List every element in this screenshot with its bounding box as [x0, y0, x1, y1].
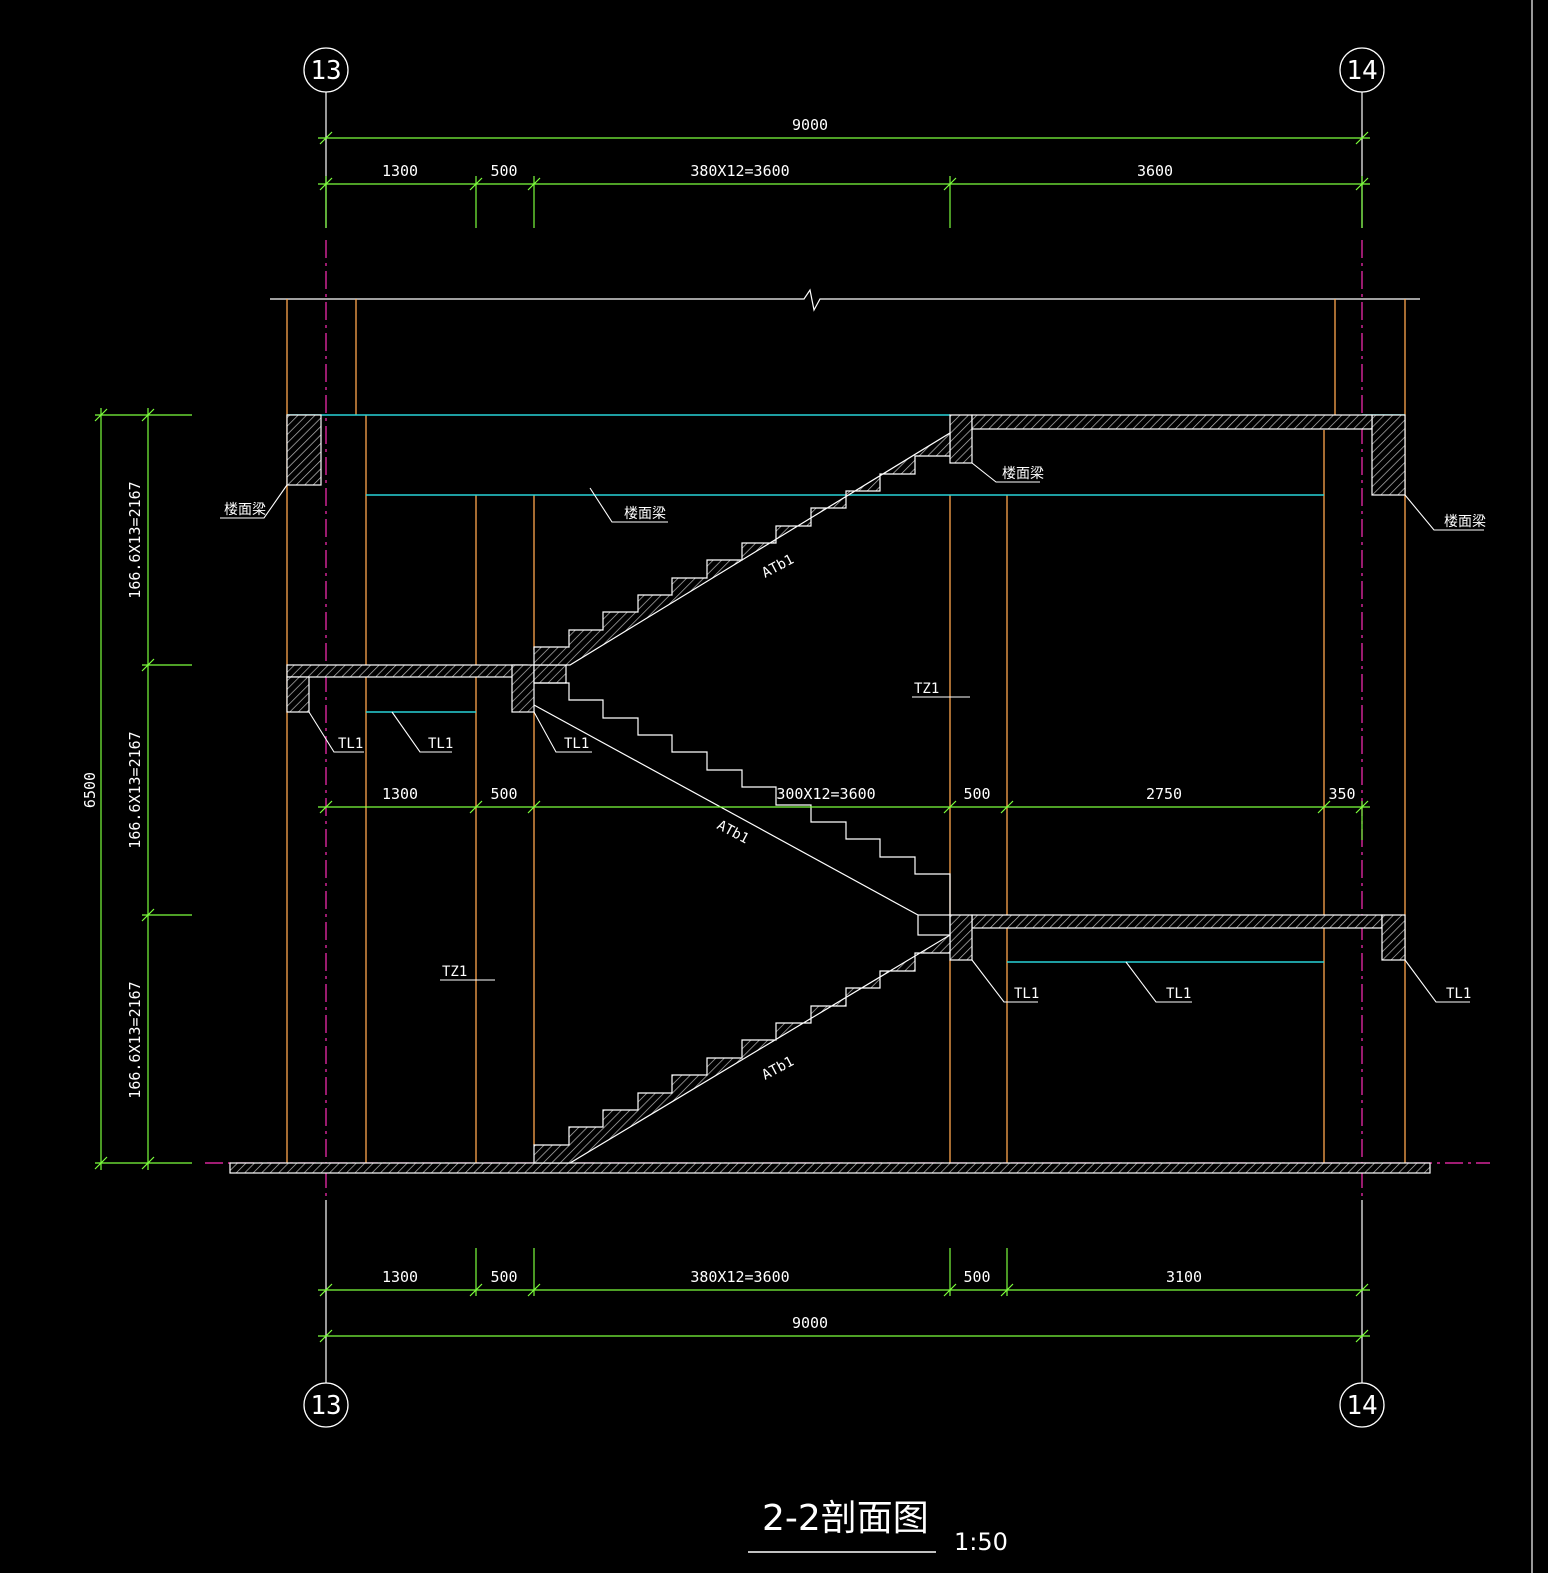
grid-label: 13	[310, 1391, 341, 1421]
dim-bot-run: 380X12=3600	[690, 1268, 789, 1286]
beam-lines	[287, 414, 1405, 963]
height-dimensions	[94, 408, 192, 1170]
label-tl-2: TL1	[428, 736, 453, 752]
dim-mid-350: 350	[1328, 785, 1355, 803]
dim-bot-1300: 1300	[382, 1268, 418, 1286]
dim-top-run: 380X12=3600	[690, 162, 789, 180]
label-tz-upper: TZ1	[914, 681, 939, 697]
label-atb-middle: ATb1	[714, 817, 751, 847]
middle-flight	[533, 682, 951, 936]
dim-mid-500b: 500	[963, 785, 990, 803]
dim-flight-lower: 166.6X13=2167	[126, 981, 144, 1098]
upper-flight	[533, 431, 951, 666]
structural-sections	[229, 414, 1431, 1174]
dim-bot-500b: 500	[963, 1268, 990, 1286]
lower-flight	[533, 933, 951, 1164]
label-atb-upper: ATb1	[759, 552, 796, 582]
grid-bubble-14-bottom: 14	[1339, 1382, 1385, 1428]
dim-flight-upper: 166.6X13=2167	[126, 481, 144, 598]
label-floor-beam-mid: 楼面梁	[1002, 466, 1044, 482]
dim-mid-run: 300X12=3600	[776, 785, 875, 803]
drawing-scale: 1:50	[954, 1528, 1008, 1556]
label-tl-3: TL1	[564, 736, 589, 752]
dim-top-total: 9000	[792, 116, 828, 134]
label-tl-4: TL1	[1014, 986, 1039, 1002]
label-floor-beam-center: 楼面梁	[624, 506, 666, 522]
dim-bot-500a: 500	[490, 1268, 517, 1286]
dim-bot-3100: 3100	[1166, 1268, 1202, 1286]
dim-top-1300: 1300	[382, 162, 418, 180]
dim-mid-2750: 2750	[1146, 785, 1182, 803]
label-tz-lower: TZ1	[442, 964, 467, 980]
label-tl-6: TL1	[1446, 986, 1471, 1002]
grid-bubble-14-top: 14	[1339, 47, 1385, 93]
middle-dimensions	[318, 800, 1370, 840]
dim-height-total: 6500	[81, 772, 99, 808]
label-floor-beam-right: 楼面梁	[1444, 514, 1486, 530]
drawing-title: 2-2剖面图	[762, 1498, 929, 1539]
dim-bot-total: 9000	[792, 1314, 828, 1332]
grid-axis-ends	[325, 92, 1363, 1383]
grid-label: 14	[1346, 1391, 1377, 1421]
break-line	[270, 288, 1420, 312]
grid-label: 14	[1346, 56, 1377, 86]
grid-bubble-13-bottom: 13	[303, 1382, 349, 1428]
label-floor-beam-left: 楼面梁	[224, 502, 266, 518]
dim-top-500: 500	[490, 162, 517, 180]
dim-mid-1300: 1300	[382, 785, 418, 803]
grid-bubble-13-top: 13	[303, 47, 349, 93]
top-dimensions	[318, 131, 1370, 228]
label-tl-5: TL1	[1166, 986, 1191, 1002]
bottom-dimensions	[318, 1248, 1370, 1343]
dim-flight-middle: 166.6X13=2167	[126, 731, 144, 848]
label-atb-lower: ATb1	[759, 1054, 796, 1084]
dim-top-3600: 3600	[1137, 162, 1173, 180]
label-tl-1: TL1	[338, 736, 363, 752]
dim-mid-500a: 500	[490, 785, 517, 803]
leader-lines	[220, 462, 1484, 1003]
grid-label: 13	[310, 56, 341, 86]
